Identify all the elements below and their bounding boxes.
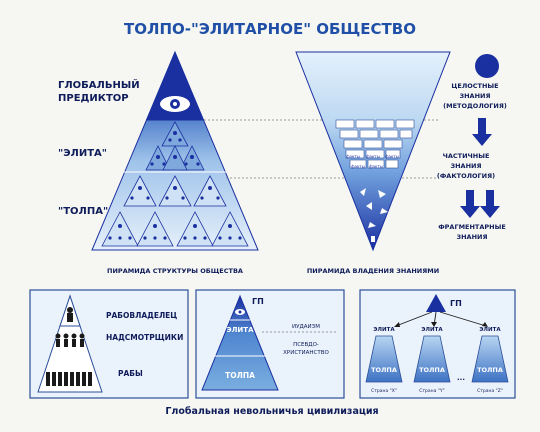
label-global-predictor-1: ГЛОБАЛЬНЫЙ xyxy=(58,78,140,91)
holistic-label-2: ЗНАНИЯ xyxy=(460,92,491,100)
label-gp-panel3: ГП xyxy=(450,299,462,308)
double-arrow-down-icon xyxy=(460,190,500,218)
label-pseudo-1: ПСЕВДО- xyxy=(293,342,319,348)
arrow-heads-icon xyxy=(394,322,488,327)
label-elite: "ЭЛИТА" xyxy=(58,148,107,159)
knowledge-ownership-pyramid: факты факты факты факты факты ЦЕЛОСТНЫЕ … xyxy=(295,51,507,275)
arrow-down-icon xyxy=(472,118,492,146)
footer-caption: Глобальная невольничья цивилизация xyxy=(165,406,378,417)
label-crowd-panel2: ТОЛПА xyxy=(225,371,255,380)
partial-label-1: ЧАСТИЧНЫЕ xyxy=(443,152,490,160)
slave-figures-icon xyxy=(46,372,92,386)
holistic-label-3: (МЕТОДОЛОГИЯ) xyxy=(443,102,507,110)
page-title: ТОЛПО-"ЭЛИТАРНОЕ" ОБЩЕСТВО xyxy=(124,20,416,38)
guide-lines xyxy=(204,119,438,179)
facts-brick-labels: факты факты факты факты факты xyxy=(346,154,399,169)
label-elite-y: ЭЛИТА xyxy=(421,327,443,333)
fragment-label-1: ФРАГМЕНТАРНЫЕ xyxy=(438,223,506,231)
society-structure-pyramid: ГЛОБАЛЬНЫЙ ПРЕДИКТОР "ЭЛИТА" "ТОЛПА" ПИР… xyxy=(58,50,259,275)
partial-label-2: ЗНАНИЯ xyxy=(451,162,482,170)
label-judaism: ИУДАИЗМ xyxy=(292,324,320,330)
knowledge-labels: ЦЕЛОСТНЫЕ ЗНАНИЯ (МЕТОДОЛОГИЯ) ЧАСТИЧНЫЕ… xyxy=(437,82,507,241)
label-slaveowner: РАБОВЛАДЕЛЕЦ xyxy=(106,311,177,320)
facts-bricks xyxy=(335,119,415,169)
country-y-crowd xyxy=(413,335,451,383)
partial-label-3: (ФАКТОЛОГИЯ) xyxy=(437,172,495,180)
holistic-label-1: ЦЕЛОСТНЫЕ xyxy=(451,82,498,90)
label-crowd-y: ТОЛПА xyxy=(419,366,445,374)
svg-text:факты: факты xyxy=(369,164,383,169)
label-global-predictor-2: ПРЕДИКТОР xyxy=(58,93,129,104)
label-elite-panel2: ЭЛИТА xyxy=(226,326,254,334)
caption-society-pyramid: ПИРАМИДА СТРУКТУРЫ ОБЩЕСТВА xyxy=(107,267,243,275)
religion-panel: ГП ЭЛИТА ТОЛПА ИУДАИЗМ ПСЕВДО- ХРИСТИАНС… xyxy=(195,289,345,399)
countries-panel: ГП ЭЛИТА ЭЛИТА ЭЛИТА ТОЛПА ТОЛПА ТОЛПА .… xyxy=(359,289,516,399)
label-elite-x: ЭЛИТА xyxy=(373,327,395,333)
eye-icon-small xyxy=(235,309,245,315)
eye-icon xyxy=(160,96,190,112)
people-figures xyxy=(108,131,242,240)
caption-knowledge-pyramid: ПИРАМИДА ВЛАДЕНИЯ ЗНАНИЯМИ xyxy=(307,267,439,275)
svg-text:факты: факты xyxy=(346,154,360,159)
label-overseers: НАДСМОТРЩИКИ xyxy=(106,333,183,342)
label-elite-z: ЭЛИТА xyxy=(479,327,501,333)
label-country-z: Страна "Z" xyxy=(477,388,503,394)
slaveowner-panel: РАБОВЛАДЕЛЕЦ НАДСМОТРЩИКИ РАБЫ xyxy=(29,289,189,399)
overseer-figures-icon xyxy=(55,333,85,347)
fragment-label-2: ЗНАНИЯ xyxy=(457,233,488,241)
svg-text:факты: факты xyxy=(351,164,365,169)
country-z-crowd xyxy=(471,335,509,383)
svg-text:факты: факты xyxy=(385,154,399,159)
label-crowd-z: ТОЛПА xyxy=(477,366,503,374)
label-slaves: РАБЫ xyxy=(118,369,143,378)
slaveowner-figure-icon xyxy=(67,307,73,322)
label-country-y: Страна "Y" xyxy=(419,388,444,394)
country-x-crowd xyxy=(365,335,403,383)
label-crowd: "ТОЛПА" xyxy=(58,206,108,217)
label-pseudo-2: ХРИСТИАНСТВО xyxy=(283,350,329,356)
label-country-x: Страна "X" xyxy=(371,388,397,394)
label-crowd-x: ТОЛПА xyxy=(371,366,397,374)
svg-text:факты: факты xyxy=(366,154,380,159)
holistic-sphere-icon xyxy=(475,54,499,78)
fragments xyxy=(360,188,388,242)
ellipsis: ... xyxy=(457,374,465,382)
label-gp-panel2: ГП xyxy=(252,297,264,306)
